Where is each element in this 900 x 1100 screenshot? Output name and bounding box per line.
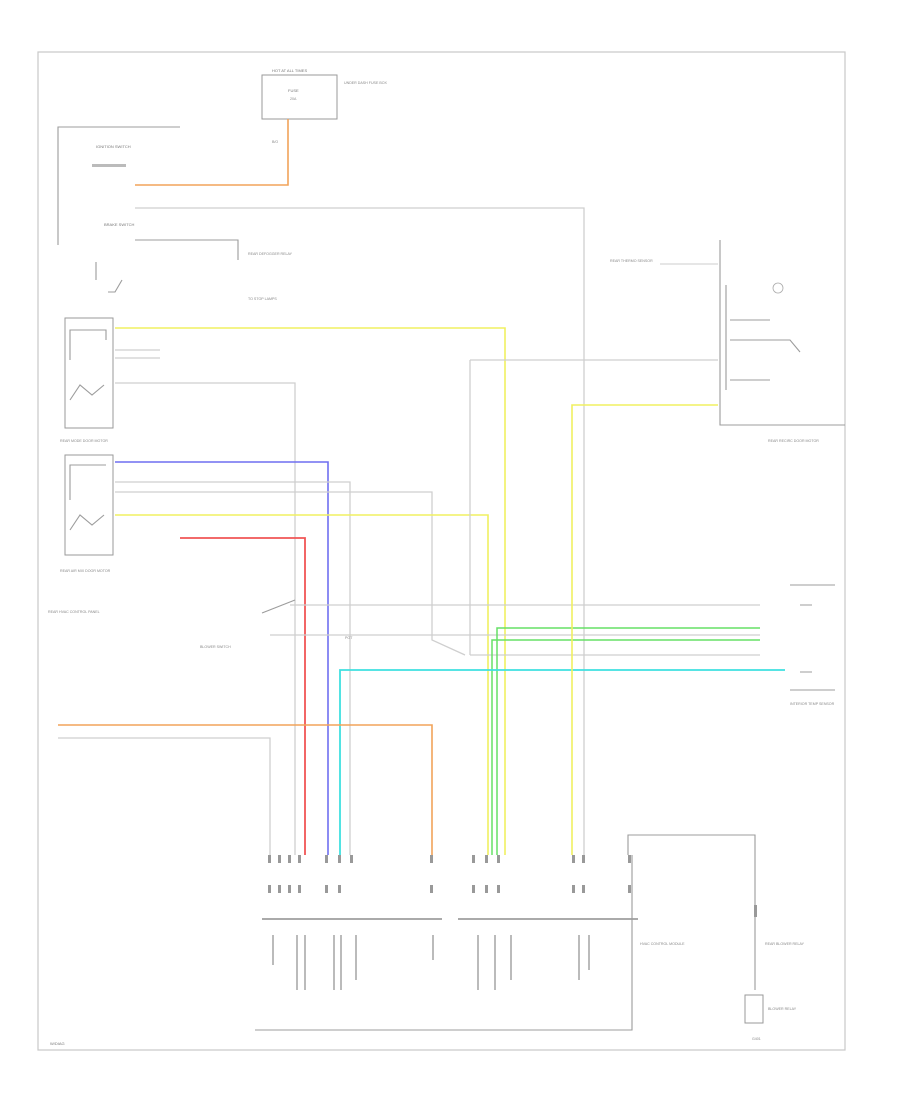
recirc-motor-label: REAR RECIRC DOOR MOTOR: [768, 439, 819, 443]
rear-mode-motor: REAR MODE DOOR MOTOR: [60, 317, 114, 443]
rear-air-mix-label: REAR AIR MIX DOOR MOTOR: [60, 569, 111, 573]
recirc-motor: REAR RECIRC DOOR MOTOR REAR THERMO SENSO…: [610, 240, 845, 443]
pot-label: POT: [345, 636, 353, 640]
pin-labels: [272, 935, 590, 990]
ignition-switch-label: IGNITION SWITCH: [96, 144, 131, 149]
blower-switch-symbol: [261, 599, 296, 614]
wire-gray-2: [115, 382, 296, 855]
fuse-rating: 20A: [290, 97, 297, 101]
fuse-label: FUSE: [288, 88, 299, 93]
wire-cyan: [339, 669, 785, 855]
fuse-wire-label: B/O: [272, 140, 278, 144]
ignition-bar: [92, 164, 126, 167]
wire-yellow-1: [115, 327, 506, 855]
interior-temp-label: INTERIOR TEMP SENSOR: [790, 702, 835, 706]
wire-blue: [115, 461, 329, 855]
wire-gray-4: [115, 491, 466, 656]
wire-red: [180, 537, 306, 855]
hvac-panel-label: REAR HVAC CONTROL PANEL: [48, 610, 100, 614]
corner-label: W/DIAG: [50, 1041, 65, 1046]
interior-temp-sensor: INTERIOR TEMP SENSOR: [790, 584, 835, 706]
brake-switch-label: BRAKE SWITCH: [104, 222, 135, 227]
ground-wire: [627, 834, 756, 990]
fuse-box-title: HOT AT ALL TIMES: [272, 68, 307, 73]
ground-label: G401: [752, 1037, 761, 1041]
brake-switch-symbol: [95, 262, 123, 293]
connector-right: [472, 855, 631, 893]
wire-gray-3: [115, 481, 351, 855]
connector-left: [268, 855, 433, 893]
pin-row: [262, 918, 638, 920]
relay-box: [744, 994, 764, 1024]
module-bus: [255, 855, 633, 1031]
wire-orange-fuse: [135, 119, 289, 186]
wire-green-1: [496, 627, 760, 855]
blower-relay-label: BLOWER RELAY: [768, 1007, 797, 1011]
rear-air-mix-motor: REAR AIR MIX DOOR MOTOR: [60, 454, 114, 573]
wire-gray-ign: [135, 207, 585, 855]
wire-gray-8: [58, 737, 271, 855]
thermo-sensor-label: REAR THERMO SENSOR: [610, 259, 653, 263]
diagram-frame: [37, 51, 846, 1051]
wire-brake: [135, 239, 239, 260]
fuse-box: HOT AT ALL TIMES FUSE 20A UNDER DASH FUS…: [261, 68, 388, 144]
fuse-box-side-text: UNDER DASH FUSE BOX: [344, 81, 388, 85]
relay-fuse: [754, 905, 757, 917]
wire-orange-2: [58, 724, 433, 855]
wire-yellow-2: [115, 514, 489, 855]
wire-yellow-3: [571, 404, 718, 855]
stop-lamp-note: TO STOP LAMPS: [248, 297, 277, 301]
ignition-bracket: [57, 126, 180, 245]
ecm-label: HVAC CONTROL MODULE: [640, 942, 685, 946]
brake-switch-note: REAR DEFOGGER RELAY: [248, 252, 293, 256]
wire-green-2: [491, 639, 760, 855]
relay-label: REAR BLOWER RELAY: [765, 942, 805, 946]
rear-mode-motor-label: REAR MODE DOOR MOTOR: [60, 439, 108, 443]
blower-switch-label: BLOWER SWITCH: [200, 645, 231, 649]
